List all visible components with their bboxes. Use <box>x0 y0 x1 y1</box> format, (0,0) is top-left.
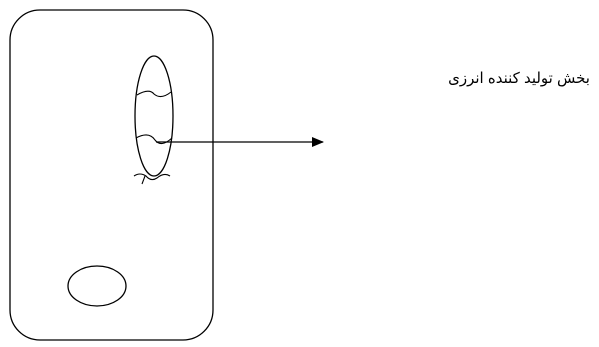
organelle-inner-fold-tick <box>141 175 146 185</box>
cell-outline <box>9 9 214 341</box>
energy-producing-part-label: بخش تولید کننده انرزی <box>448 70 590 87</box>
organelle-inner-fold-bottom <box>133 173 171 181</box>
nucleus-ellipse <box>67 265 127 307</box>
organelle-ellipse <box>134 55 174 177</box>
organelle-inner-fold-top <box>136 90 172 98</box>
